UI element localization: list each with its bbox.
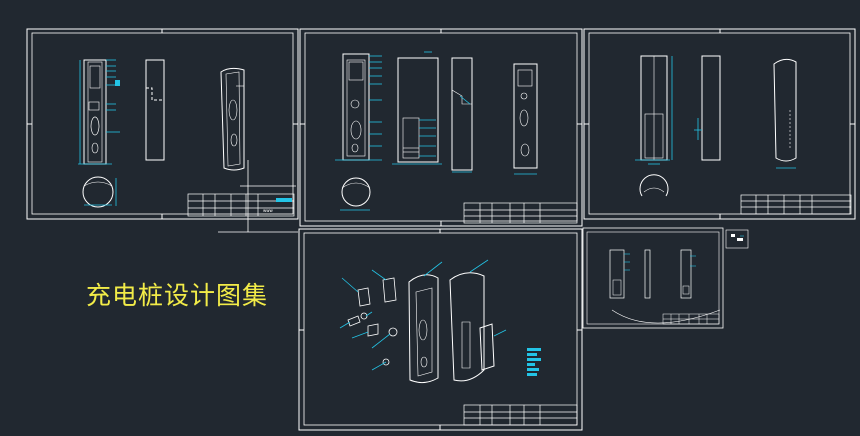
title-block-2 (463, 202, 578, 224)
front-view-2 (342, 53, 370, 161)
dimensions-1 (78, 59, 120, 206)
front-view-5 (609, 249, 692, 299)
iso-view-1 (220, 67, 245, 171)
plan-view-3 (639, 174, 669, 197)
drawing-sheet-3[interactable] (583, 28, 856, 220)
dimensions-3 (635, 56, 796, 169)
front-view-3 (640, 55, 668, 161)
front-view-1 (83, 59, 107, 165)
drawing-sheet-1[interactable] (26, 28, 299, 233)
front-view-2b (451, 57, 473, 171)
exploded-panel (479, 323, 495, 371)
title-block-5 (662, 313, 720, 325)
side-view-1 (145, 59, 165, 161)
drawing-sheet-5[interactable] (582, 227, 749, 329)
curve-5 (611, 309, 721, 324)
iso-view-3 (773, 58, 797, 162)
drawing-set-caption: 充电桩设计图集 (86, 281, 269, 310)
exploded-cover (449, 272, 485, 382)
dimensions-2 (335, 51, 537, 211)
plan-view-2 (341, 177, 371, 207)
side-view-3 (701, 55, 721, 161)
plan-view-1 (82, 176, 114, 208)
exploded-body (408, 274, 439, 384)
title-block-4 (463, 404, 578, 426)
drawing-sheet-2[interactable] (299, 28, 583, 227)
title-block-1 (187, 193, 295, 217)
exploded-parts (347, 277, 398, 366)
drawing-sheet-4[interactable] (298, 228, 583, 431)
sheet-1-title-text: www (263, 208, 274, 213)
leader-lines-4 (339, 259, 541, 376)
side-view-2 (397, 57, 439, 163)
dimensions-5 (624, 235, 744, 271)
title-block-3 (740, 194, 852, 215)
note-box-5 (725, 229, 749, 249)
iso-view-2 (513, 63, 538, 169)
